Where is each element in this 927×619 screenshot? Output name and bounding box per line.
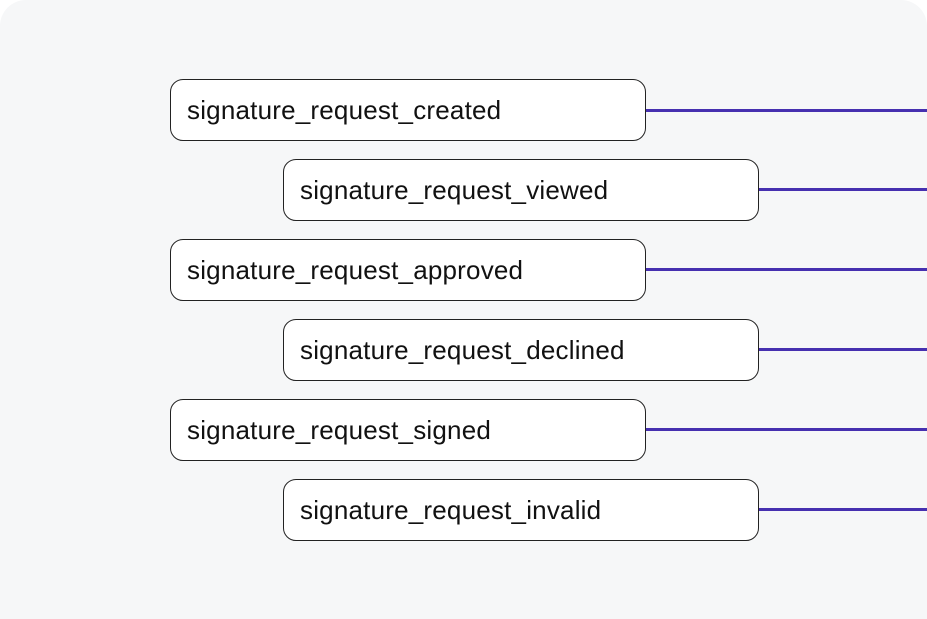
connector-line — [646, 109, 927, 112]
connector-line — [646, 268, 927, 271]
event-box-invalid: signature_request_invalid — [283, 479, 759, 541]
connector-line — [759, 348, 927, 351]
event-box-created: signature_request_created — [170, 79, 646, 141]
event-label: signature_request_signed — [187, 414, 492, 445]
event-box-approved: signature_request_approved — [170, 239, 646, 301]
connector-line — [646, 428, 927, 431]
event-label: signature_request_approved — [187, 254, 524, 285]
event-label: signature_request_viewed — [300, 174, 609, 205]
event-label: signature_request_created — [187, 94, 502, 125]
connector-line — [759, 508, 927, 511]
connector-line — [759, 188, 927, 191]
event-box-signed: signature_request_signed — [170, 399, 646, 461]
event-label: signature_request_declined — [300, 334, 625, 365]
event-box-declined: signature_request_declined — [283, 319, 759, 381]
event-label: signature_request_invalid — [300, 494, 602, 525]
event-box-viewed: signature_request_viewed — [283, 159, 759, 221]
